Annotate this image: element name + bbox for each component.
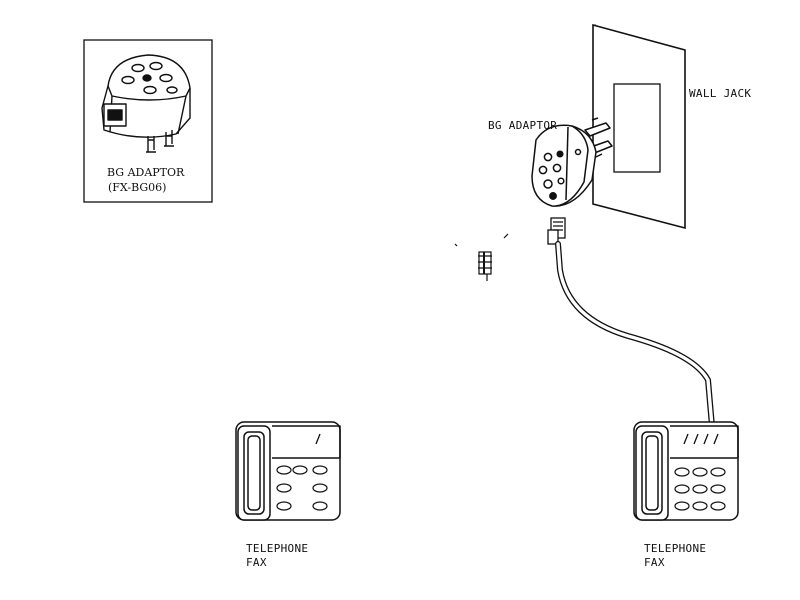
- wall-jack-socket: [613, 83, 661, 173]
- modular-plug: [547, 217, 566, 245]
- left-device-label-line1: TELEPHONE: [246, 542, 309, 555]
- right-telephone-illustration: [633, 421, 739, 521]
- right-device-label-line1: TELEPHONE: [644, 542, 707, 555]
- wall-jack-label: WALL JACK: [689, 87, 752, 100]
- small-fragment: [454, 233, 509, 281]
- inset-adaptor-illustration: [101, 54, 191, 153]
- inset-adaptor-name: BG ADAPTOR: [107, 166, 185, 179]
- inset-panel: [83, 39, 213, 203]
- adaptor-label: BG ADAPTOR: [488, 119, 558, 132]
- right-device-label-line2: FAX: [644, 556, 665, 569]
- mounted-adaptor-illustration: [531, 117, 613, 207]
- inset-adaptor-model: (FX-BG06): [108, 181, 167, 194]
- left-device-label-line2: FAX: [246, 556, 267, 569]
- telephone-cord: [555, 241, 715, 429]
- left-telephone-illustration: [235, 421, 341, 521]
- inset-frame: [83, 39, 213, 203]
